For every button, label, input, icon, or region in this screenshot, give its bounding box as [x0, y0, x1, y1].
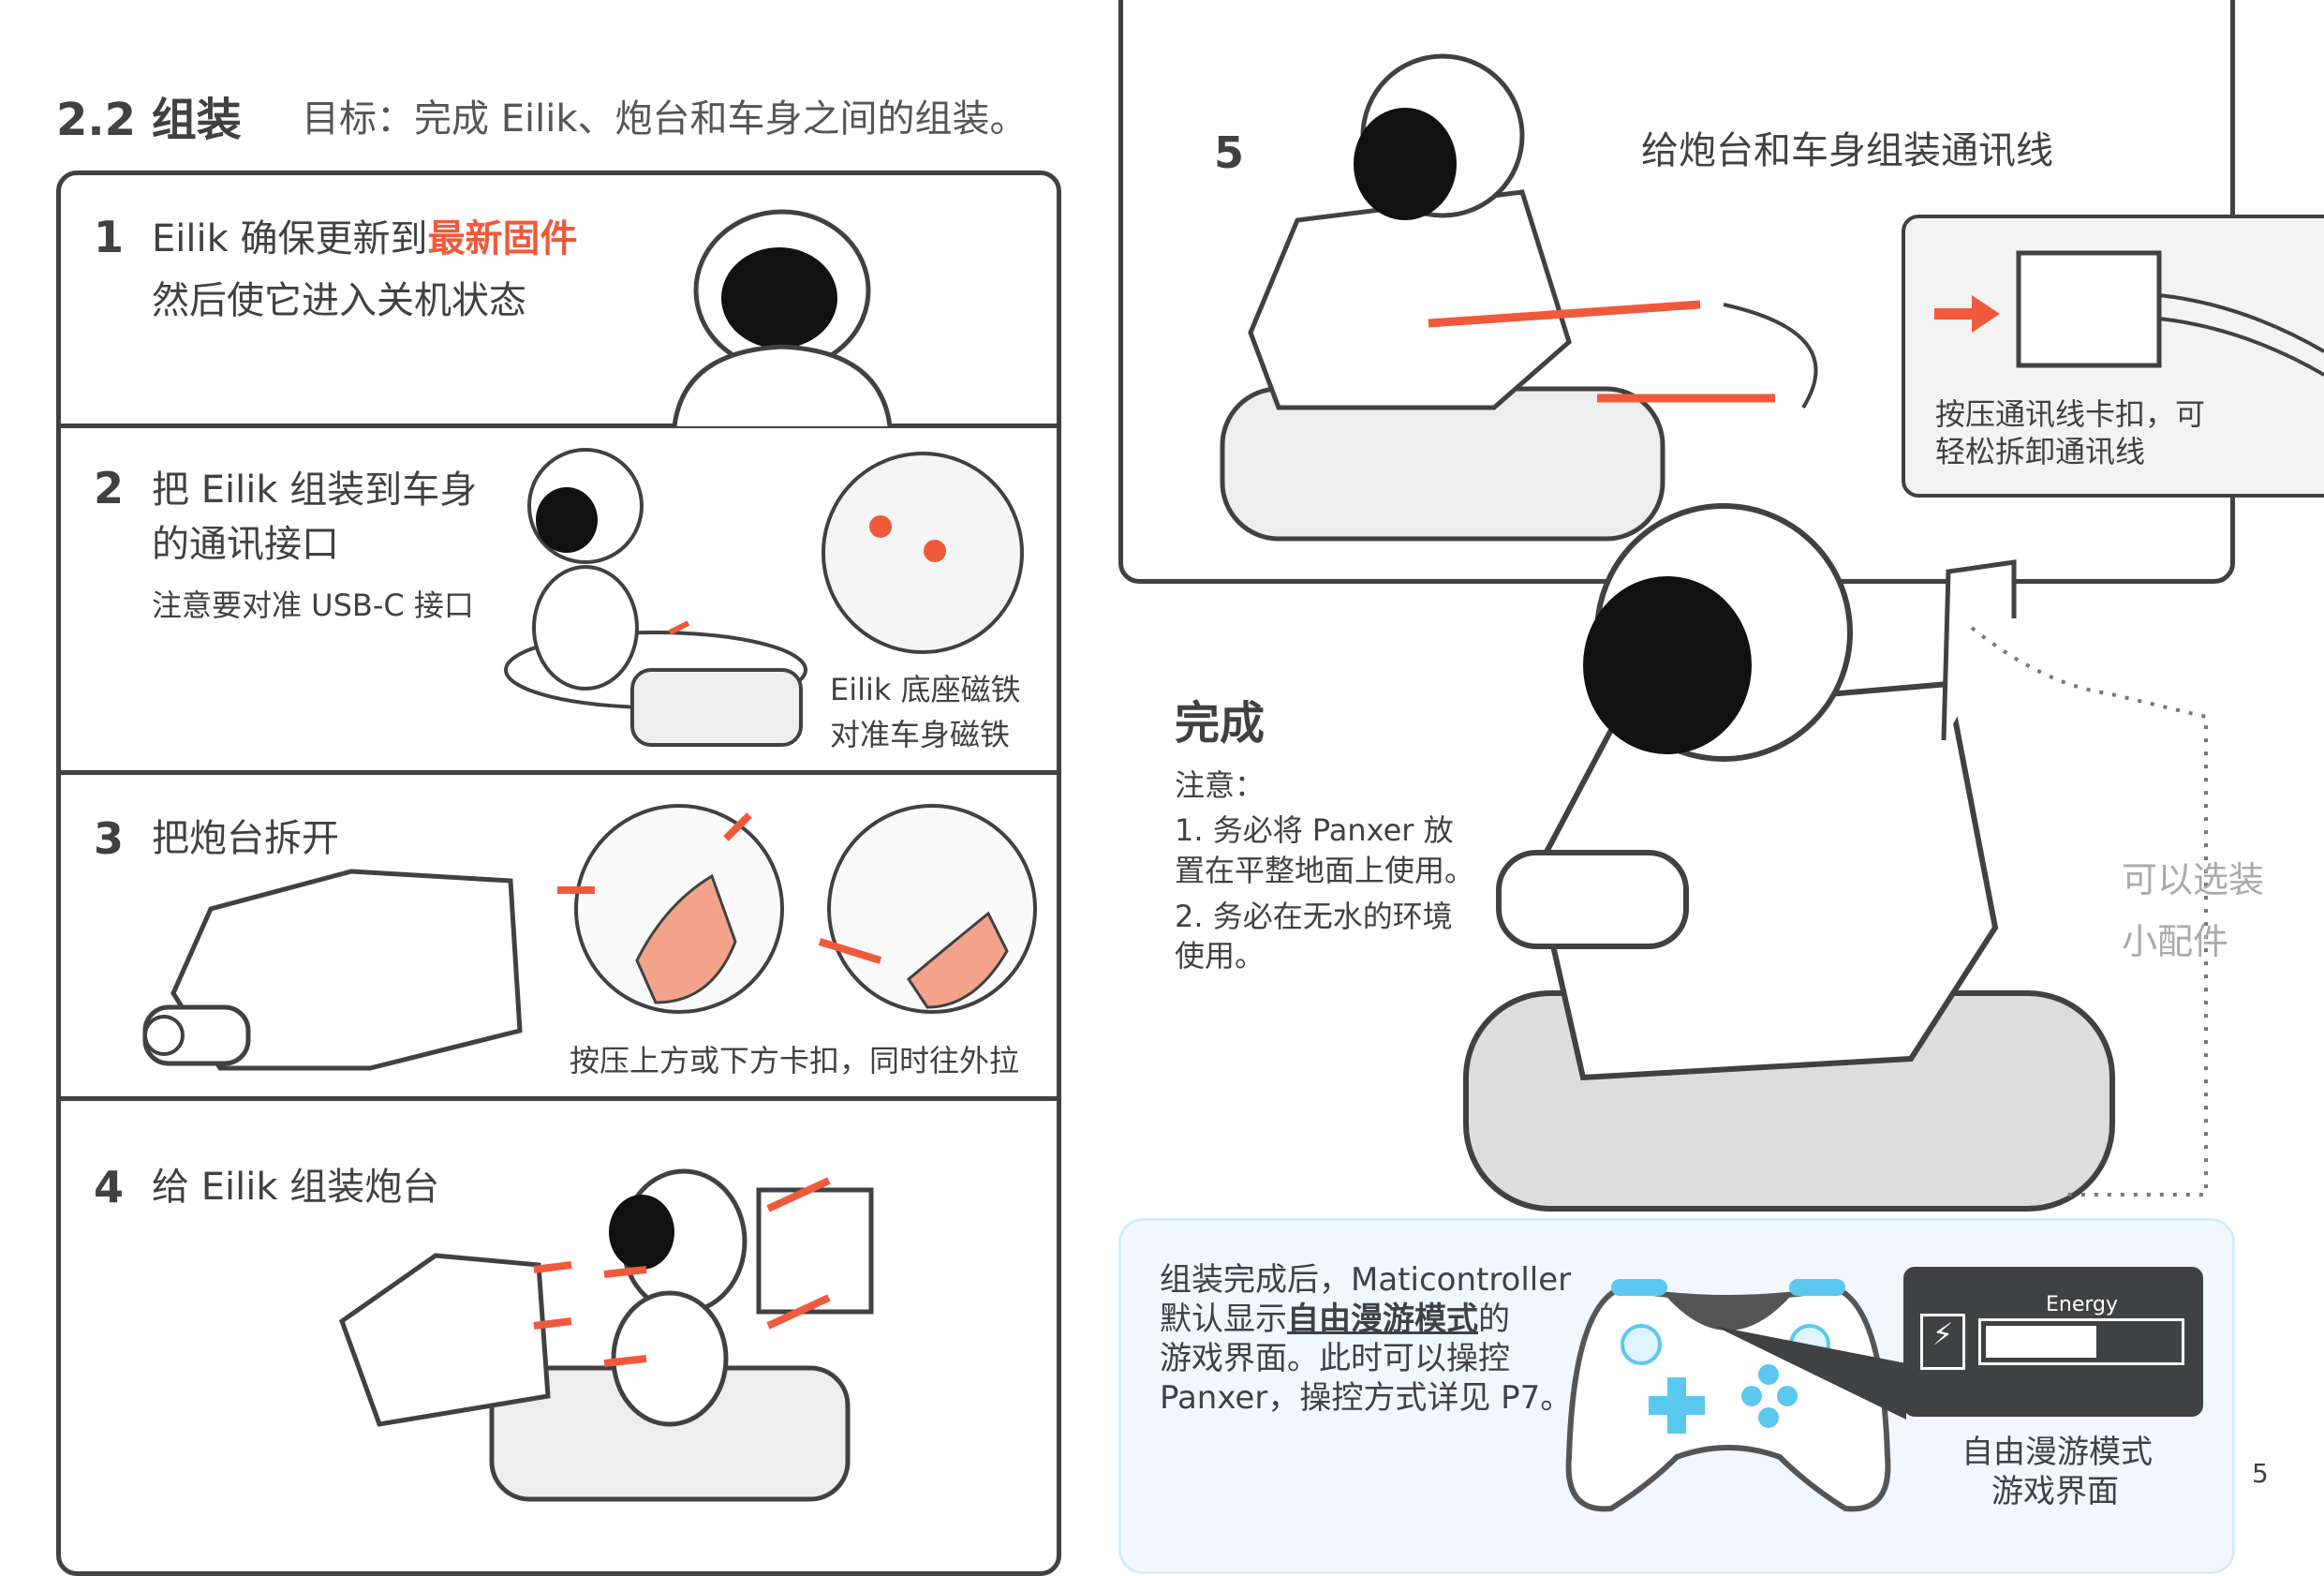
divider — [56, 424, 1061, 428]
screen-caption: 游戏界面 — [1991, 1473, 2119, 1510]
section-goal: 目标：完成 Eilik、炮台和车身之间的组装。 — [302, 97, 1028, 141]
step-note: 注意要对准 USB-C 接口 — [152, 587, 474, 623]
text-line: 组装完成后，Maticontroller — [1160, 1261, 1572, 1299]
press-clip-detail-icon — [557, 804, 784, 1014]
controller-text: 组装完成后，Maticontroller 默认显示自由漫游模式的 游戏界面。此时… — [1160, 1260, 1572, 1418]
note-label: 注意： — [1175, 767, 1266, 803]
note-item: 2. 务必在无水的环境 — [1175, 899, 1453, 934]
step-text: 把 Eilik 组装到车身 — [152, 468, 478, 512]
text-line: 默认显示自由漫游模式的 — [1160, 1300, 1572, 1339]
note-item: 置在平整地面上使用。 — [1175, 853, 1475, 888]
step-number: 1 — [94, 212, 125, 262]
done-title: 完成 — [1175, 697, 1266, 750]
inset-text: 轻松拆卸通讯线 — [1935, 434, 2146, 469]
optional-text: 可以选装 — [2122, 859, 2265, 900]
robot-illustration — [672, 209, 893, 427]
text: 的 — [1478, 1301, 1510, 1338]
step-text: 给炮台和车身组装通讯线 — [1641, 129, 2053, 172]
connector-clip-illustration — [1934, 250, 2324, 377]
inset-text: 按压通讯线卡扣，可 — [1935, 396, 2206, 432]
screen-caption: 自由漫游模式 — [1961, 1434, 2153, 1471]
lightning-icon: ⚡ — [1920, 1314, 1965, 1370]
page-number: 5 — [2252, 1458, 2269, 1489]
robot-on-chassis-illustration — [504, 448, 807, 747]
energy-bar — [1978, 1318, 2184, 1365]
assembled-panxer-illustration — [1463, 503, 2208, 1212]
step-text: 的通讯接口 — [152, 523, 339, 566]
note-item: 使用。 — [1175, 938, 1266, 974]
step-number: 4 — [94, 1162, 125, 1212]
firmware-highlight: 最新固件 — [427, 217, 578, 260]
mode-name: 自由漫游模式 — [1287, 1301, 1478, 1338]
optional-text: 小配件 — [2122, 921, 2229, 962]
gamepad-icon — [1565, 1279, 1906, 1512]
cable-assembly-illustration — [1220, 53, 1818, 542]
divider — [56, 770, 1061, 775]
turret-assembly-illustration — [338, 1168, 874, 1502]
step-number: 5 — [1214, 127, 1245, 178]
text: 默认显示 — [1160, 1301, 1287, 1338]
step-number: 3 — [94, 813, 125, 864]
energy-label: Energy — [2046, 1293, 2119, 1316]
text-line: Panxer，操控方式详见 P7。 — [1160, 1379, 1573, 1417]
step-text: 给 Eilik 组装炮台 — [152, 1166, 440, 1209]
step-number: 2 — [94, 463, 125, 513]
step-text: Eilik 确保更新到 — [152, 217, 428, 260]
step-text: 把炮台拆开 — [152, 817, 339, 860]
step-caption: 按压上方或下方卡扣，同时往外拉 — [570, 1043, 1020, 1078]
turret-illustration — [142, 869, 523, 1071]
callout-text: Eilik 底座磁铁 — [830, 672, 1021, 707]
text-line: 游戏界面。此时可以操控 — [1160, 1340, 1510, 1377]
callout-text: 对准车身磁铁 — [830, 717, 1011, 752]
note-item: 1. 务必将 Panxer 放 — [1175, 812, 1454, 848]
step-1-text: Eilik 确保更新到最新固件 — [152, 212, 578, 266]
section-title: 2.2 组装 — [56, 94, 242, 146]
step-text: 然后使它进入关机状态 — [152, 279, 526, 322]
energy-screen: Energy ⚡ — [1903, 1267, 2203, 1417]
magnet-detail-icon — [822, 452, 1024, 654]
pull-apart-detail-icon — [818, 804, 1037, 1014]
divider — [56, 1096, 1061, 1101]
